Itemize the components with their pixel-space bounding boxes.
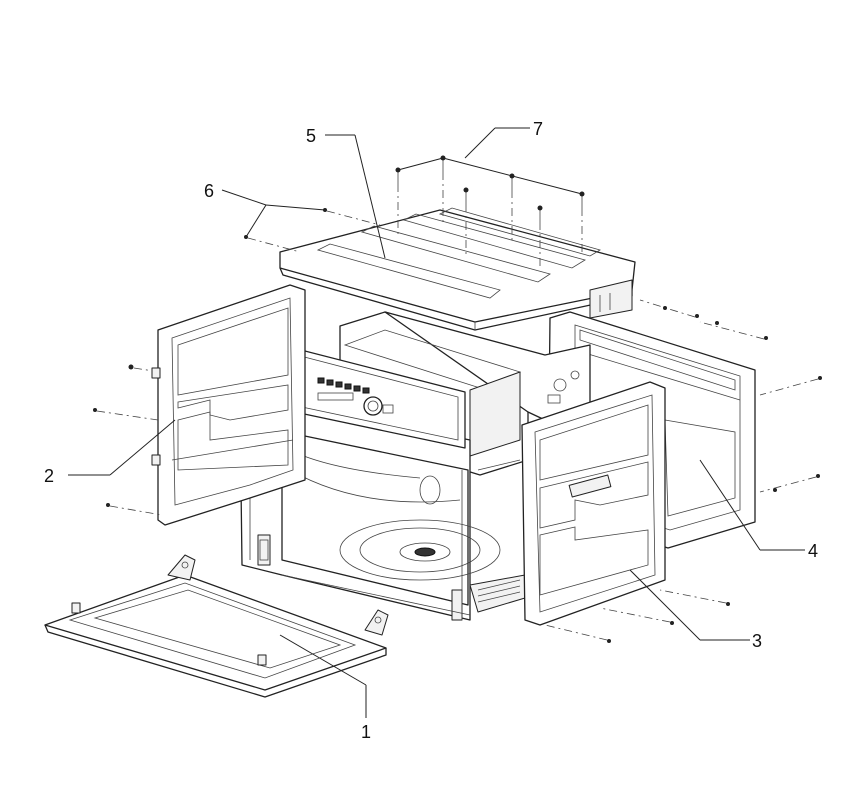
screw-4f bbox=[699, 321, 768, 340]
leader-lines bbox=[68, 127, 805, 718]
screw-7e bbox=[537, 205, 543, 222]
screw-7c bbox=[463, 187, 469, 204]
callout-2: 2 bbox=[44, 466, 54, 486]
callout-5: 5 bbox=[306, 126, 316, 146]
top-cover-panel bbox=[279, 207, 636, 331]
callout-6: 6 bbox=[204, 181, 214, 201]
screw-4d bbox=[639, 299, 699, 318]
screw-3a bbox=[659, 589, 730, 606]
callout-labels: 1 2 3 4 5 6 7 bbox=[44, 119, 818, 742]
screw-2b bbox=[93, 408, 159, 421]
small-screws-group bbox=[244, 204, 381, 253]
screw-3c bbox=[544, 624, 611, 643]
screw-4b bbox=[759, 474, 820, 493]
screw-4c bbox=[773, 488, 777, 492]
callout-4: 4 bbox=[808, 541, 818, 561]
callout-3: 3 bbox=[752, 631, 762, 651]
screw-4g bbox=[663, 306, 667, 310]
screw-2c bbox=[106, 503, 163, 516]
door-hinge-right bbox=[364, 609, 389, 636]
left-side-panel bbox=[93, 284, 306, 526]
oven-door bbox=[44, 554, 389, 698]
door-hinge-left bbox=[167, 554, 196, 581]
top-screws-group bbox=[395, 155, 585, 270]
callout-1: 1 bbox=[361, 722, 371, 742]
control-buttons bbox=[317, 377, 394, 414]
screw-4a bbox=[759, 376, 822, 396]
right-side-panel bbox=[521, 381, 730, 643]
screw-3b bbox=[599, 607, 674, 625]
screw-4e bbox=[715, 321, 719, 325]
callout-7: 7 bbox=[533, 119, 543, 139]
control-knob bbox=[363, 396, 383, 416]
